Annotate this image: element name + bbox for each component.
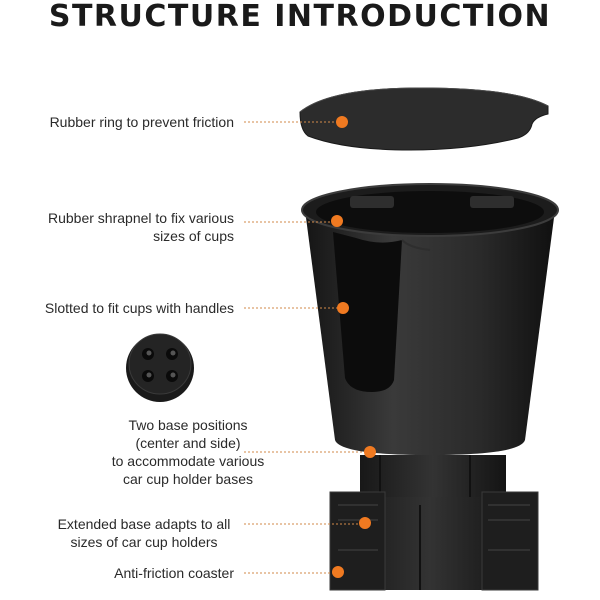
cup-holder-body [301, 183, 559, 455]
marker-dot [364, 446, 376, 458]
leader-lines [244, 121, 370, 574]
marker-dot [331, 215, 343, 227]
marker-dot [336, 116, 348, 128]
callout-handle-slot: Slotted to fit cups with handles [44, 300, 234, 316]
page-title: STRUCTURE INTRODUCTION [48, 0, 552, 34]
callout-anti-friction-coaster: Anti-friction coaster [114, 565, 234, 581]
marker-dot [359, 517, 371, 529]
marker-dot [332, 566, 344, 578]
marker-dot [337, 302, 349, 314]
callout-rubber-shrapnel: Rubber shrapnel to fix various sizes of … [48, 210, 234, 244]
callout-base-positions: Two base positions (center and side) to … [111, 417, 265, 487]
rubber-ring-disc [299, 87, 549, 151]
expandable-base [329, 491, 539, 591]
base-knob [126, 333, 194, 402]
callout-extended-base: Extended base adapts to all sizes of car… [57, 516, 231, 550]
callout-rubber-ring: Rubber ring to prevent friction [49, 114, 234, 130]
callout-markers [331, 116, 376, 578]
cup-holder-neck [360, 455, 506, 497]
